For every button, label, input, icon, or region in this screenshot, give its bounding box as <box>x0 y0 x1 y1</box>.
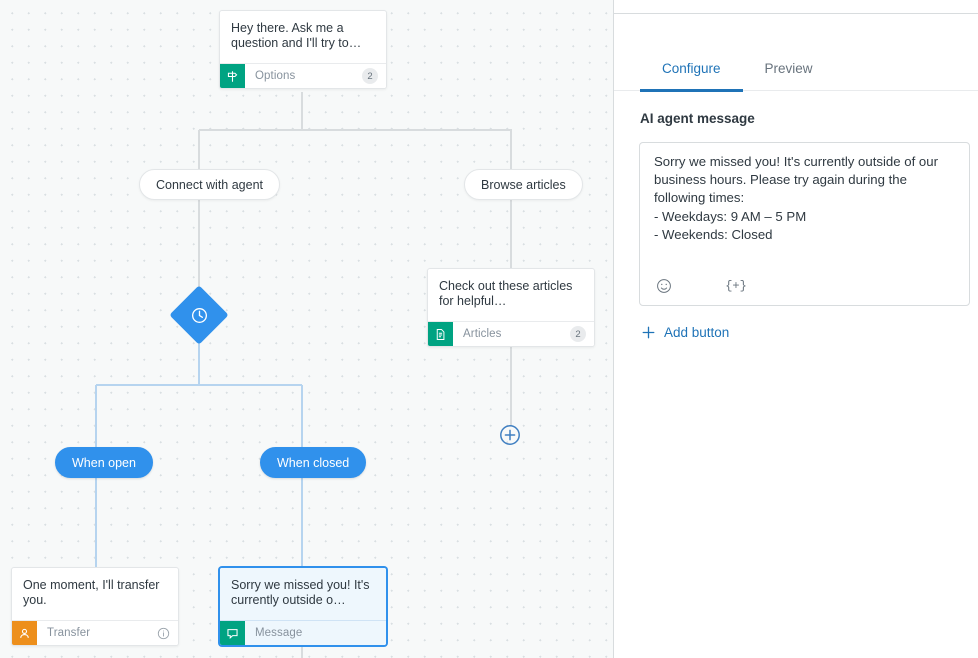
tab-configure[interactable]: Configure <box>640 46 743 92</box>
tab-configure-label: Configure <box>662 61 721 76</box>
info-icon[interactable] <box>157 627 170 640</box>
edge-articles-to-add <box>510 347 512 425</box>
ai-agent-message-editor[interactable]: Sorry we missed you! It's currently outs… <box>639 142 970 306</box>
node-card-transfer-footer[interactable]: Transfer <box>12 620 178 645</box>
node-card-greeting-footer[interactable]: Options 2 <box>220 63 386 88</box>
edge-greeting-down <box>301 92 303 130</box>
edge-branch-when-closed <box>301 385 303 447</box>
edge-condition-branch-horizontal <box>96 384 302 386</box>
node-card-after-hours-footer[interactable]: Message <box>220 620 386 645</box>
node-card-articles-text: Check out these articles for helpful… <box>439 279 573 308</box>
node-card-after-hours-footer-label: Message <box>255 627 303 639</box>
edge-message-down <box>301 645 303 658</box>
panel-section-title: AI agent message <box>640 111 755 126</box>
add-button-link-label: Add button <box>664 324 730 340</box>
node-card-articles-footer[interactable]: Articles 2 <box>428 321 594 346</box>
add-button-link[interactable]: Add button <box>639 323 729 341</box>
branch-pill-when-closed-label: When closed <box>277 455 350 470</box>
edge-when-closed-to-message <box>301 477 303 567</box>
article-page-icon <box>428 321 453 346</box>
edge-split-horizontal <box>199 129 512 131</box>
option-pill-browse-articles-label: Browse articles <box>481 177 566 192</box>
node-card-articles-footer-label: Articles <box>463 328 502 340</box>
transfer-agent-icon <box>12 620 37 645</box>
node-card-transfer-text: One moment, I'll transfer you. <box>23 578 160 607</box>
variable-placeholder-icon[interactable]: {+} <box>725 279 747 293</box>
branch-pill-when-open-label: When open <box>72 455 136 470</box>
ai-agent-message-value[interactable]: Sorry we missed you! It's currently outs… <box>654 154 938 242</box>
node-card-articles-badge: 2 <box>570 326 586 342</box>
node-card-articles[interactable]: Check out these articles for helpful… Ar… <box>427 268 595 347</box>
condition-node-business-hours[interactable] <box>169 285 229 345</box>
option-pill-connect-with-agent[interactable]: Connect with agent <box>139 169 281 200</box>
message-bubble-icon <box>220 620 245 645</box>
clock-icon <box>178 294 220 336</box>
flow-canvas[interactable]: Hey there. Ask me a question and I'll tr… <box>0 0 613 658</box>
panel-tabs: Configure Preview <box>614 46 978 92</box>
option-pill-connect-with-agent-label: Connect with agent <box>156 177 264 192</box>
node-card-greeting-text: Hey there. Ask me a question and I'll tr… <box>231 21 362 50</box>
branch-pill-when-closed[interactable]: When closed <box>260 447 367 478</box>
plus-icon <box>639 323 657 341</box>
emoji-smiley-icon[interactable] <box>654 276 674 296</box>
add-node-button[interactable] <box>499 424 521 446</box>
options-signpost-icon <box>220 63 245 88</box>
panel-divider <box>613 0 614 658</box>
node-card-transfer-footer-label: Transfer <box>47 627 91 639</box>
node-card-greeting-footer-label: Options <box>255 70 296 82</box>
node-card-greeting-badge: 2 <box>362 68 378 84</box>
node-card-greeting[interactable]: Hey there. Ask me a question and I'll tr… <box>219 10 387 89</box>
edge-to-browse-articles <box>510 130 512 169</box>
edge-branch-when-open <box>95 385 97 447</box>
plus-circle-icon <box>500 425 520 445</box>
tab-preview-label: Preview <box>764 61 813 76</box>
configuration-panel: Configure Preview AI agent message Sorry… <box>614 0 978 658</box>
panel-top-border <box>614 13 978 14</box>
message-editor-toolbar: {+} <box>654 276 747 296</box>
node-card-transfer[interactable]: One moment, I'll transfer you. Transfer <box>11 567 179 646</box>
edge-browse-to-articles <box>510 200 512 268</box>
node-card-after-hours-text: Sorry we missed you! It's currently outs… <box>220 568 386 620</box>
edge-when-open-to-transfer <box>95 477 97 567</box>
tab-preview[interactable]: Preview <box>743 46 835 91</box>
edge-agent-to-condition <box>198 200 200 295</box>
edge-condition-down <box>198 335 200 385</box>
option-pill-browse-articles[interactable]: Browse articles <box>464 169 583 200</box>
edge-to-connect-agent <box>198 130 200 169</box>
node-card-after-hours-message[interactable]: Sorry we missed you! It's currently outs… <box>219 567 387 646</box>
branch-pill-when-open[interactable]: When open <box>55 447 153 478</box>
